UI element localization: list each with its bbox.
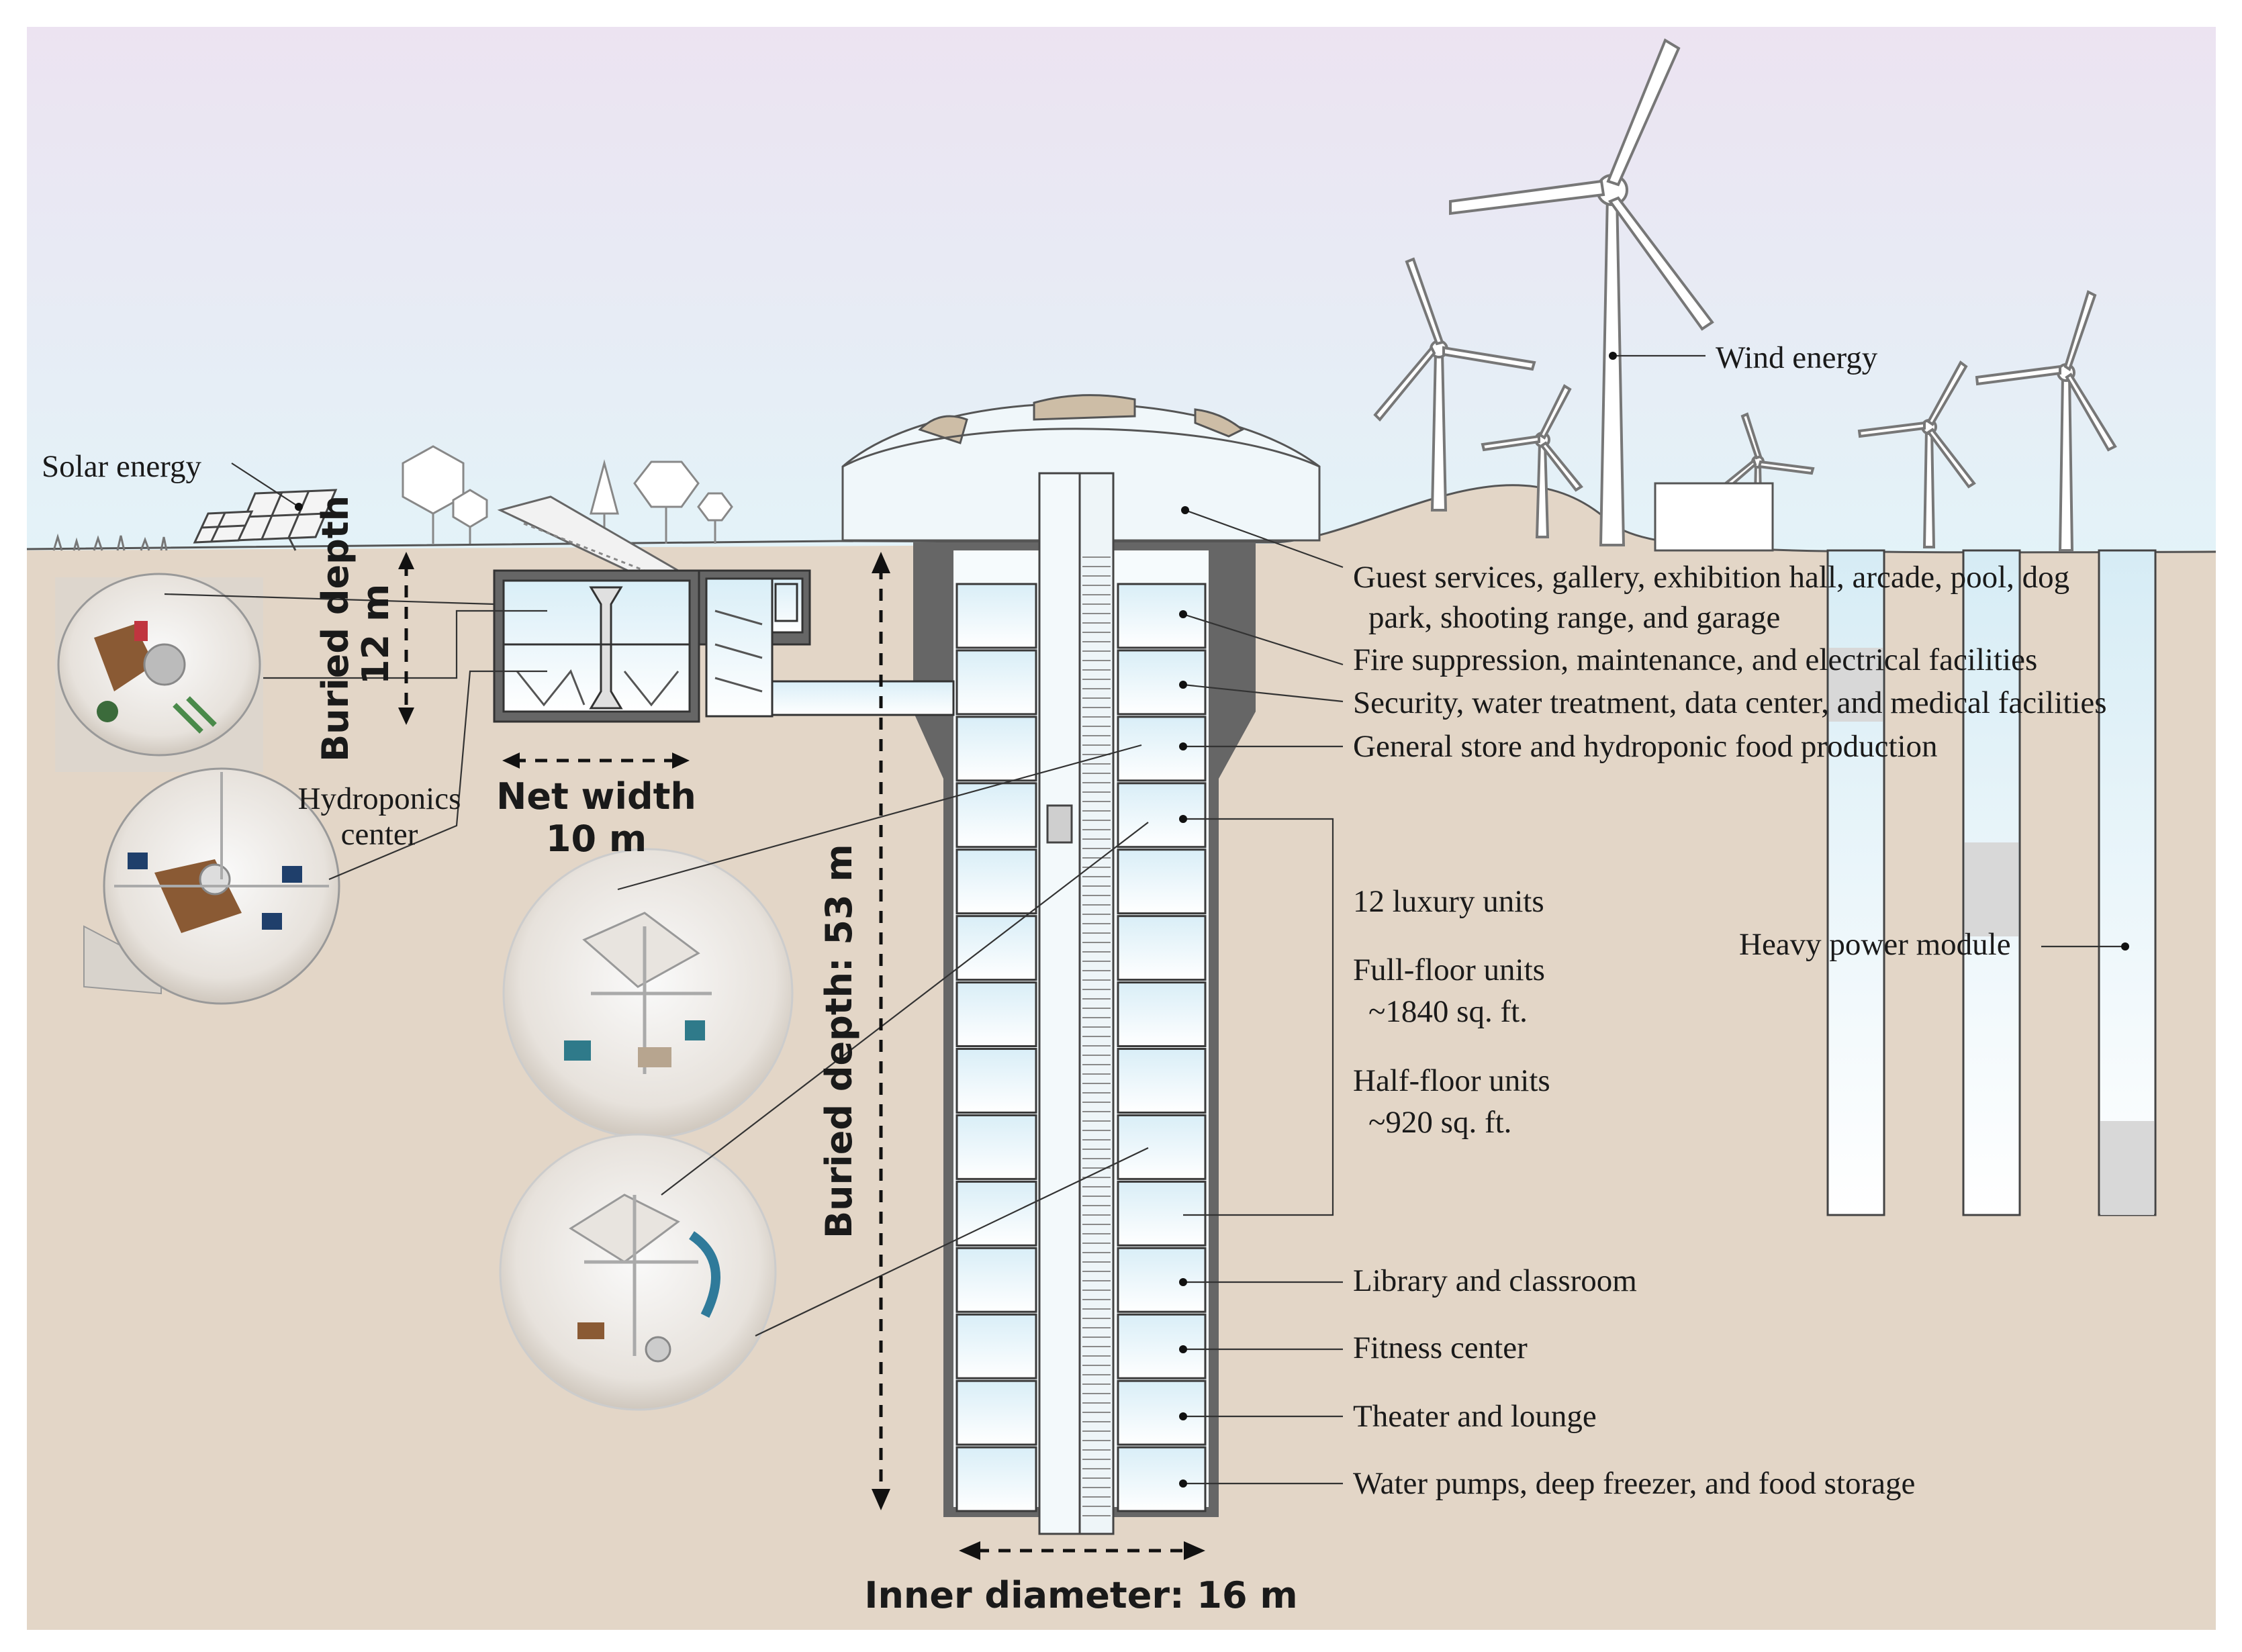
floor-right-room: [1117, 716, 1207, 782]
dot-heavy-power: [2121, 942, 2129, 951]
net-width-line1: Net width: [496, 775, 696, 818]
floor-left-room: [955, 1114, 1037, 1180]
buried-depth-main: Buried depth: 53 m: [818, 844, 860, 1238]
leader-luxury-units-bracket: [1183, 818, 1334, 1216]
floor-right-room: [1117, 649, 1207, 716]
label-hydroponics-line2: center: [341, 817, 418, 852]
dot-luxury-units-bracket: [1179, 815, 1187, 823]
floor-left-room: [955, 1247, 1037, 1313]
label-solar-energy: Solar energy: [42, 449, 201, 484]
label-wind-energy: Wind energy: [1716, 340, 1878, 375]
dot-solar-energy: [295, 503, 303, 511]
label-full-floor-line2: ~1840 sq. ft.: [1368, 994, 1528, 1029]
floor-left-room: [955, 1048, 1037, 1114]
shaft-floors: [955, 583, 1207, 1512]
luxury-unit-render-2: [499, 1133, 777, 1411]
dot-water-pumps: [1179, 1479, 1187, 1488]
dimension-arrows: [398, 552, 1205, 1560]
floor-right-room: [1117, 1247, 1207, 1313]
buried-depth-small-line1: Buried depth: [314, 495, 357, 762]
dot-fire-suppression: [1179, 610, 1187, 618]
net-width-line2: 10 m: [546, 818, 647, 860]
floor-right-room: [1117, 915, 1207, 981]
label-fire-suppression: Fire suppression, maintenance, and elect…: [1353, 642, 2037, 677]
central-core: [1038, 472, 1115, 1535]
dot-wind-energy: [1609, 352, 1617, 360]
leader-guest-services: [1184, 509, 1344, 569]
label-luxury-units: 12 luxury units: [1353, 884, 1544, 919]
floor-right-room: [1117, 981, 1207, 1047]
floor-right-room: [1117, 583, 1207, 649]
leader-security: [1182, 683, 1344, 703]
floor-right-room: [1117, 1114, 1207, 1180]
surface-building: [1654, 482, 1774, 552]
floor-left-room: [955, 583, 1037, 649]
solar-panel-icon: [193, 489, 338, 551]
central-stair: [1082, 556, 1111, 1516]
surface-dome: [841, 394, 1321, 542]
vegetation-strip: [52, 533, 168, 551]
dot-guest-services: [1181, 506, 1189, 514]
label-half-floor-line2: ~920 sq. ft.: [1368, 1105, 1511, 1140]
hydroponics-render-1: [55, 573, 263, 772]
floor-left-room: [955, 981, 1037, 1047]
floor-right-room: [1117, 782, 1207, 848]
label-hydroponics-line1: Hydroponics: [298, 781, 461, 816]
dot-library: [1179, 1278, 1187, 1286]
floor-left-room: [955, 915, 1037, 981]
label-guest-services-line1: Guest services, gallery, exhibition hall…: [1353, 560, 2069, 595]
floor-right-room: [1117, 1379, 1207, 1446]
leader-fire-suppression: [1182, 613, 1344, 666]
label-half-floor-line1: Half-floor units: [1353, 1063, 1550, 1098]
dot-general-store: [1179, 742, 1187, 750]
render-leaders: [164, 593, 1149, 1337]
floor-left-room: [955, 1379, 1037, 1446]
floor-left-room: [955, 649, 1037, 716]
hydroponics-render-2: [83, 767, 340, 1005]
dot-security: [1179, 681, 1187, 689]
hydroponics-structure: [493, 569, 955, 723]
floor-right-room: [1117, 1048, 1207, 1114]
label-general-store: General store and hydroponic food produc…: [1353, 729, 1938, 764]
inner-diameter: Inner diameter: 16 m: [864, 1574, 1297, 1616]
leader-solar-energy: [231, 463, 299, 507]
floor-left-room: [955, 848, 1037, 915]
label-guest-services-line2: park, shooting range, and garage: [1368, 600, 1780, 635]
luxury-unit-render-1: [502, 848, 794, 1139]
power-module-columns: [1826, 549, 2157, 1216]
floor-left-room: [955, 716, 1037, 782]
dot-fitness: [1179, 1345, 1187, 1353]
floor-left-room: [955, 782, 1037, 848]
floor-left-room: [955, 1180, 1037, 1247]
floor-right-room: [1117, 1313, 1207, 1379]
label-fitness: Fitness center: [1353, 1330, 1528, 1365]
floor-right-room: [1117, 848, 1207, 915]
label-heavy-power-module: Heavy power module: [1739, 927, 2011, 962]
label-full-floor-line1: Full-floor units: [1353, 953, 1545, 987]
dot-theater: [1179, 1412, 1187, 1420]
floor-right-room: [1117, 1446, 1207, 1512]
trees: [402, 445, 733, 544]
floor-left-room: [955, 1446, 1037, 1512]
label-security: Security, water treatment, data center, …: [1353, 685, 2107, 720]
label-theater: Theater and lounge: [1353, 1399, 1597, 1434]
label-water-pumps: Water pumps, deep freezer, and food stor…: [1353, 1466, 1915, 1501]
floor-right-room: [1117, 1180, 1207, 1247]
floor-left-room: [955, 1313, 1037, 1379]
label-leaders: [1179, 506, 1344, 1488]
label-library: Library and classroom: [1353, 1263, 1637, 1298]
buried-depth-small-line2: 12 m: [355, 584, 397, 685]
